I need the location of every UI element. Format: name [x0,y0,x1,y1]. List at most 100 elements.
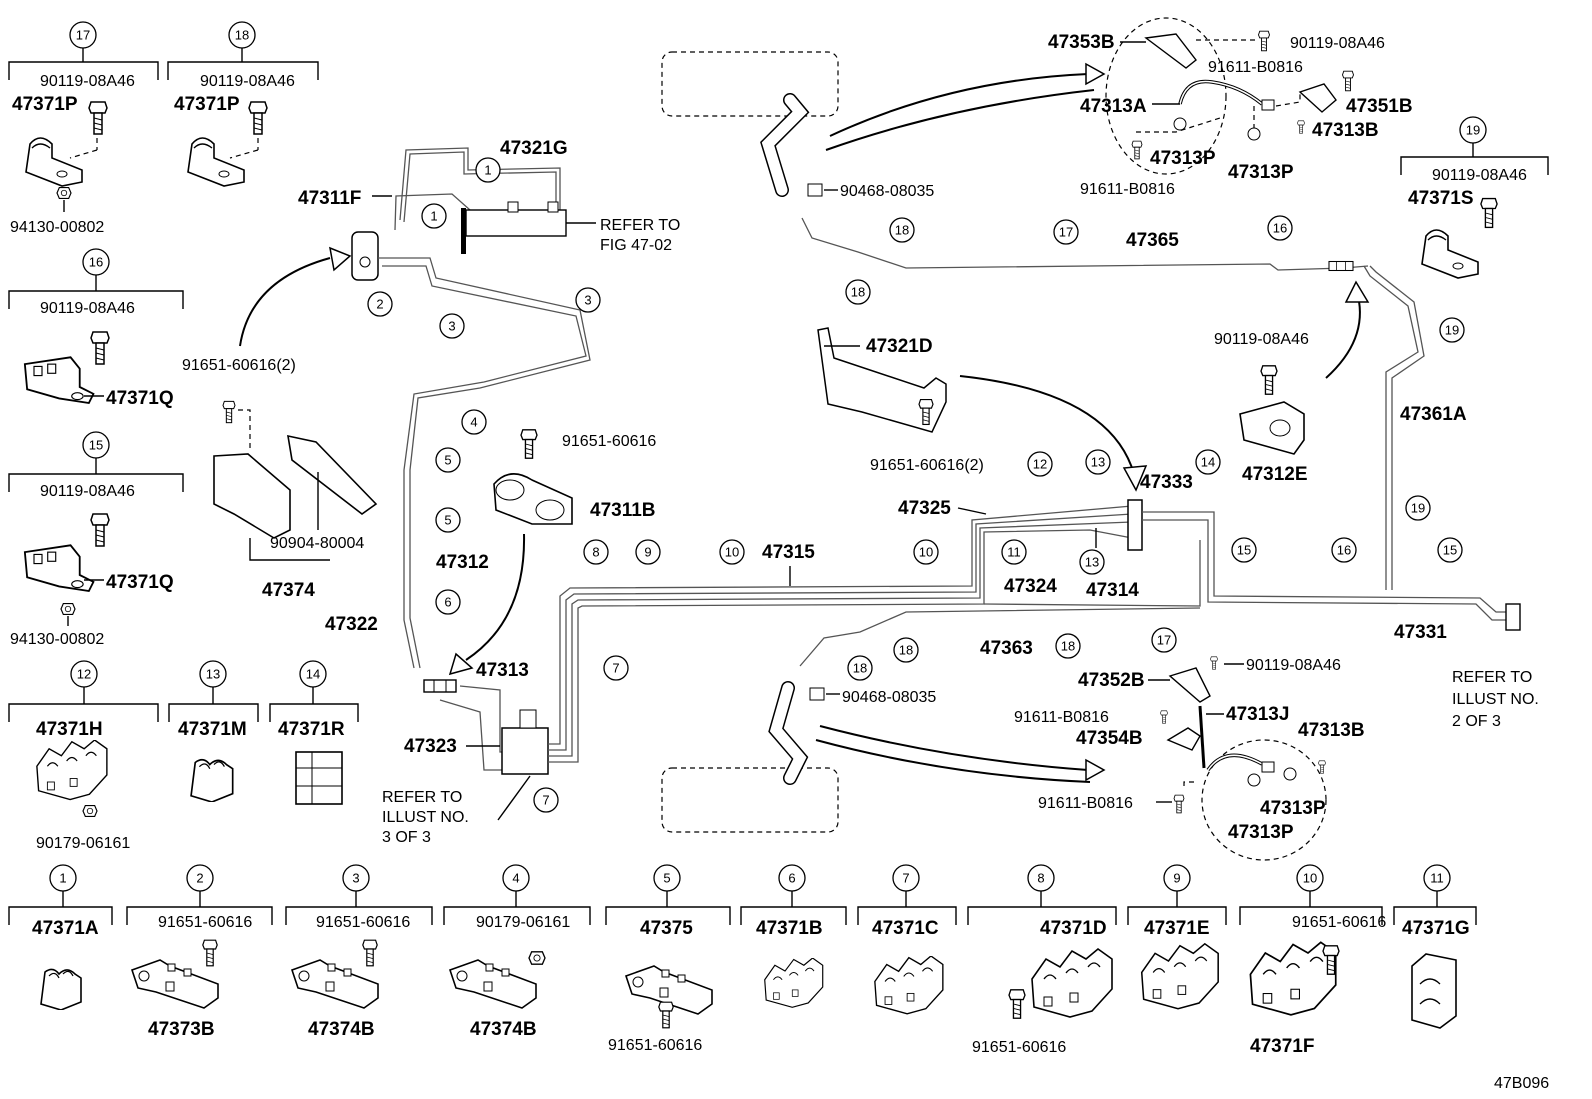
label-90904: 90904-80004 [270,535,364,552]
junction-47333 [1127,499,1143,551]
bracket-icon [449,959,537,1009]
legend-7: 7 47371C [857,864,957,1015]
label-47363: 47363 [980,638,1033,659]
label-47312: 47312 [436,552,489,573]
label-47313b-b: 47313B [1298,720,1365,741]
bolt-icon [1317,760,1327,774]
nut-label: 94130-00802 [10,219,104,236]
callout: 3 [448,319,455,334]
legend-4: 4 90179-06161 47374B [443,864,591,1040]
callout-4-label: 4 [512,871,519,886]
callout-16-label: 16 [89,255,103,270]
clamp-icon [23,544,95,592]
bolt-icon [658,1001,674,1029]
label-47311b: 47311B [590,500,656,521]
label-47313p-t2: 47313P [1228,162,1294,183]
bolt-icon [1131,140,1143,160]
nut-icon [60,602,76,616]
label-47313a: 47313A [1080,96,1147,117]
refer-fig-line2: FIG 47-02 [600,237,672,254]
label-90119-e: 90119-08A46 [1214,331,1309,348]
legend-5: 5 47375 91651-60616 [605,864,731,1054]
callout-15-label: 15 [89,438,103,453]
label-91651-2b: 91651-60616(2) [870,457,984,474]
label-47353b: 47353B [1048,32,1115,53]
callout: 15 [1237,543,1251,558]
bolt-icon [362,939,378,967]
callout: 5 [444,453,451,468]
bolt-label: 90119-08A46 [1432,167,1527,184]
refer-illust3-line2: ILLUST NO. [382,809,469,826]
clamp-icon [874,956,944,1015]
refer-illust3-line3: 3 OF 3 [382,829,431,846]
label-47333: 47333 [1140,472,1193,493]
junction-47323 [501,727,549,775]
callout: 13 [1085,555,1099,570]
part-label: 47371M [178,719,247,740]
callout: 7 [612,661,619,676]
callout: 18 [1061,639,1075,654]
label-91611-a: 91611-B0816 [1208,59,1303,76]
callout: 4 [470,415,477,430]
gasket-90904 [287,434,378,515]
part-label: 47371G [1402,918,1470,939]
label-47313p-t1: 47313P [1150,148,1216,169]
callout-5-label: 5 [663,871,670,886]
clamp-r-icon [295,751,343,805]
callout: 10 [919,545,933,560]
bolt-label: 90119-08A46 [40,483,135,500]
callout: 18 [895,223,909,238]
callout-10-label: 10 [1303,871,1317,886]
detail-bottom-right: 47352B 90119-08A46 91611-B0816 47313J 47… [1014,656,1365,861]
legend-11: 11 47371G [1393,864,1477,1029]
nut-label: 90179-06161 [476,914,570,931]
clamp-47311b [493,473,573,525]
part-label: 47371P [12,94,78,115]
label-47365: 47365 [1126,230,1179,251]
refer-illust3-line1: REFER TO [382,789,462,806]
clamp-icon [1421,229,1479,279]
callout-14-label: 14 [306,667,320,682]
bolt-icon [1209,656,1219,670]
junction-block-47321g [465,209,567,237]
label-91611-b: 91611-B0816 [1080,181,1175,198]
legend-17: 17 90119-08A46 47371P 94130-00802 [8,21,159,236]
legend-12: 12 47371H 90179-06161 [8,660,159,852]
part-label: 47371B [756,918,823,939]
label-47354b: 47354B [1076,728,1143,749]
clamp-47312e [1239,401,1305,455]
callout-7-label: 7 [902,871,909,886]
part-label: 47371Q [106,388,174,409]
callout-6-label: 6 [788,871,795,886]
bracket-47374 [213,453,291,539]
part-label: 47371C [872,918,939,939]
callout: 18 [853,661,867,676]
nut-label: 90179-06161 [36,835,130,852]
bracket-icon [131,959,219,1009]
part-label: 47375 [640,918,693,939]
callout-17-label: 17 [76,28,90,43]
dashed-box-top [661,51,839,117]
label-47351b: 47351B [1346,96,1413,117]
refer-fig-line1: REFER TO [600,217,680,234]
legend-2: 2 91651-60616 47373B [126,864,273,1040]
bolt-label: 91651-60616 [1292,914,1386,931]
label-90468-b: 90468-08035 [842,689,936,706]
label-47315: 47315 [762,542,815,563]
bracket-icon [291,959,379,1009]
connector-47331 [1505,603,1521,631]
callout: 7 [542,793,549,808]
bolt-label: 90119-08A46 [40,300,135,317]
callout: 16 [1337,543,1351,558]
label-47321d: 47321D [866,336,933,357]
clamp-icon [23,356,95,404]
bolt-icon [1341,70,1355,92]
legend-15: 15 90119-08A46 47371Q 94130-00802 [8,431,184,648]
callout-13-label: 13 [206,667,220,682]
nut-icon [56,186,72,200]
clip-icon [807,183,823,197]
callout: 15 [1443,543,1457,558]
refer-illust2-line1: REFER TO [1452,669,1532,686]
bolt-label: 91651-60616 [608,1037,702,1054]
